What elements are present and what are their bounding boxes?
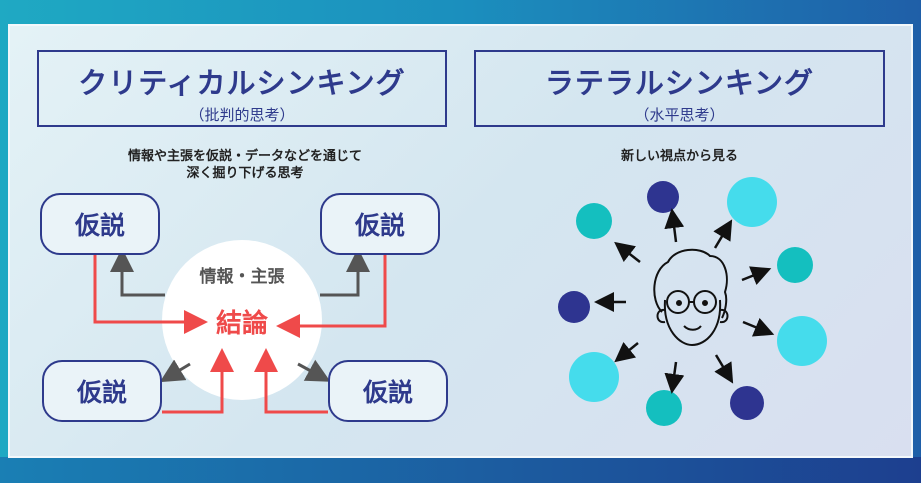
hypothesis-box-bottom-left: 仮説 bbox=[42, 360, 162, 422]
gray-arrow-top-right bbox=[320, 248, 370, 297]
viewpoint-arrows bbox=[594, 208, 775, 394]
lateral-description: 新しい視点から見る bbox=[620, 149, 738, 164]
red-arrow-bottom-left bbox=[162, 348, 234, 414]
lateral-thinking-subtitle: （水平思考） bbox=[634, 106, 725, 124]
lateral-thinking-title-box: ラテラルシンキング （水平思考） bbox=[474, 50, 885, 127]
person-face-icon bbox=[653, 248, 729, 347]
center-info-label: 情報・主張 bbox=[199, 267, 285, 287]
critical-thinking-title: クリティカルシンキング bbox=[78, 66, 406, 100]
circle-teal bbox=[576, 203, 612, 239]
critical-description-line2: 深く掘り下げる思考 bbox=[186, 166, 304, 181]
circle-dark bbox=[647, 181, 679, 213]
hypothesis-box-top-left: 仮説 bbox=[40, 193, 160, 255]
viewpoint-circles bbox=[558, 177, 827, 426]
critical-thinking-title-box: クリティカルシンキング （批判的思考） bbox=[37, 50, 447, 127]
circle-dark bbox=[558, 291, 590, 323]
critical-thinking-subtitle: （批判的思考） bbox=[189, 106, 295, 124]
red-arrow-top-right bbox=[276, 255, 387, 338]
center-conclusion-label: 結論 bbox=[215, 309, 268, 339]
critical-description-line1: 情報や主張を仮説・データなどを通じて bbox=[127, 149, 362, 164]
circle-teal bbox=[646, 390, 682, 426]
red-arrow-bottom-right bbox=[254, 348, 328, 414]
circle-cyan bbox=[569, 352, 619, 402]
circle-teal bbox=[777, 247, 813, 283]
hypothesis-box-top-right: 仮説 bbox=[320, 193, 440, 255]
hypothesis-box-bottom-right: 仮説 bbox=[328, 360, 448, 422]
circle-cyan bbox=[777, 316, 827, 366]
lateral-thinking-title: ラテラルシンキング bbox=[544, 66, 815, 100]
circle-dark bbox=[730, 386, 764, 420]
gray-arrow-top-left bbox=[110, 248, 165, 297]
gray-arrow-bottom-right bbox=[297, 359, 331, 382]
circle-cyan bbox=[727, 177, 777, 227]
red-arrow-top-left bbox=[93, 255, 208, 334]
critical-description: 情報や主張を仮説・データなどを通じて 深く掘り下げる思考 bbox=[40, 148, 450, 182]
bottom-band bbox=[0, 457, 921, 483]
gray-arrow-bottom-left bbox=[159, 359, 191, 383]
